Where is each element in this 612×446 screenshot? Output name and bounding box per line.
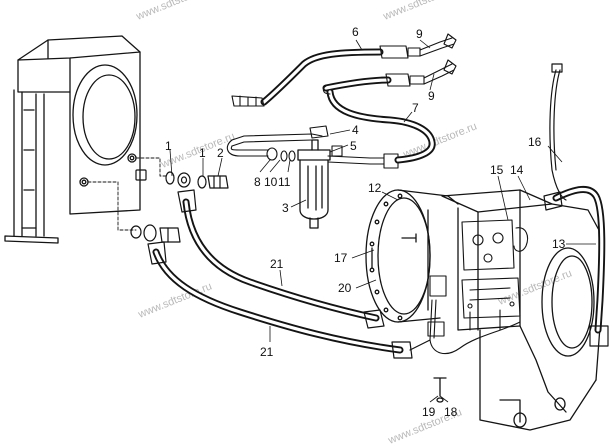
tube-bottom	[429, 299, 521, 355]
hose-21-upper	[177, 189, 385, 329]
callout-leaders	[169, 39, 596, 403]
watermarks: www.sdtstore.ru www.sdtstore.ru www.sdts…	[134, 0, 574, 446]
transmission-case	[433, 189, 603, 431]
callout-7: 7	[412, 101, 419, 115]
callout-20: 20	[338, 281, 352, 295]
callout-10: 10	[264, 175, 278, 189]
hose-6	[231, 33, 457, 107]
callout-11: 11	[278, 175, 291, 189]
callout-14: 14	[510, 163, 524, 177]
cooler-dashed-lines	[87, 157, 169, 231]
callout-18: 18	[444, 405, 458, 419]
callout-labels: 1 1 2 3 4 5 6 7 8 9 9 10 11 12 13 14 15 …	[165, 25, 566, 419]
callout-9: 9	[428, 89, 435, 103]
callout-21: 21	[270, 257, 284, 271]
callout-19: 19	[422, 405, 436, 419]
callout-3: 3	[282, 201, 289, 215]
callout-12: 12	[368, 181, 382, 195]
callout-1: 1	[165, 139, 172, 153]
callout-4: 4	[352, 123, 359, 137]
callout-5: 5	[350, 139, 357, 153]
cooler-fittings	[130, 169, 229, 243]
callout-2: 2	[217, 146, 224, 160]
callout-13: 13	[552, 237, 566, 251]
callout-17: 17	[334, 251, 348, 265]
watermark: www.sdtstore.ru	[381, 0, 459, 23]
oil-filter	[297, 139, 331, 229]
callout-8: 8	[254, 175, 261, 189]
hose-21-lower	[147, 241, 431, 359]
control-valve	[427, 219, 529, 337]
hose-13	[543, 186, 609, 347]
callout-9: 9	[416, 27, 423, 41]
oil-cooler	[4, 35, 141, 244]
callout-6: 6	[352, 25, 359, 39]
callout-1: 1	[199, 146, 206, 160]
torque-converter-housing	[365, 189, 459, 323]
callout-16: 16	[528, 135, 542, 149]
callout-15: 15	[490, 163, 504, 177]
watermark: www.sdtstore.ru	[134, 0, 212, 23]
filter-inlet-pipe	[226, 125, 399, 169]
callout-21: 21	[260, 345, 274, 359]
hose-7	[322, 59, 457, 164]
tube-16	[549, 63, 567, 201]
